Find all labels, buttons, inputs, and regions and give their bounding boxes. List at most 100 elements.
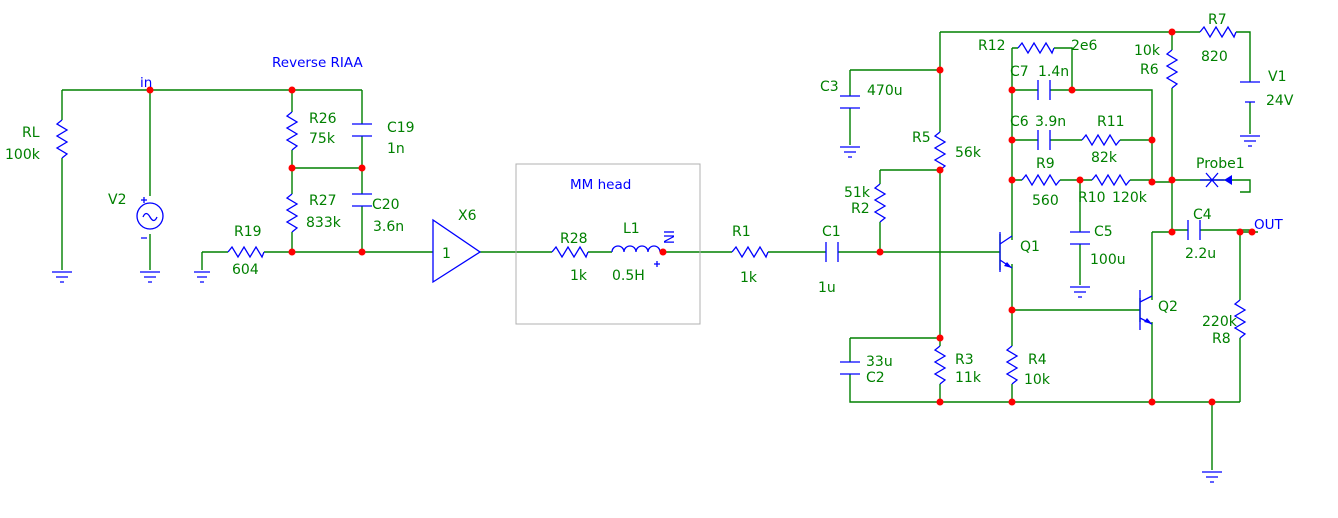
ground-symbols xyxy=(52,135,1260,483)
r11-value: 82k xyxy=(1091,150,1118,166)
r26-value: 75k xyxy=(309,131,336,147)
c19-value: 1n xyxy=(387,141,405,157)
q1-transistor[interactable] xyxy=(999,232,1013,272)
q2-ref: Q2 xyxy=(1158,299,1178,315)
c2-capacitor[interactable] xyxy=(840,361,860,375)
r19-resistor[interactable] xyxy=(227,245,265,259)
r8-value: 220k xyxy=(1202,314,1238,330)
c7-ref: C7 xyxy=(1010,64,1029,80)
r9-resistor[interactable] xyxy=(1021,173,1061,187)
probe1-marker[interactable] xyxy=(1200,172,1232,188)
r3-ref: R3 xyxy=(955,352,974,368)
r6-value: 10k xyxy=(1134,43,1161,59)
r10-value: 120k xyxy=(1112,190,1148,206)
c6-capacitor[interactable] xyxy=(1037,130,1051,150)
v1-ref: V1 xyxy=(1268,69,1286,85)
c5-capacitor[interactable] xyxy=(1070,231,1090,245)
block-title-mm-head: MM head xyxy=(570,177,631,193)
r26-resistor[interactable] xyxy=(285,111,299,151)
r2-resistor[interactable] xyxy=(873,183,887,223)
c6-value: 3.9n xyxy=(1035,114,1066,130)
x6-gain: 1 xyxy=(442,246,451,262)
r12-value: 2e6 xyxy=(1071,38,1098,54)
r5-ref: R5 xyxy=(912,130,931,146)
c3-capacitor[interactable] xyxy=(840,95,860,109)
r2-value: 51k xyxy=(844,185,871,201)
r9-value: 560 xyxy=(1032,193,1059,209)
r28-value: 1k xyxy=(570,268,588,284)
l1-inductor[interactable] xyxy=(611,245,661,253)
r5-value: 56k xyxy=(955,145,982,161)
r27-ref: R27 xyxy=(309,193,337,209)
c1-ref: C1 xyxy=(822,224,841,240)
r28-resistor[interactable] xyxy=(551,245,589,259)
mm-head-block xyxy=(515,163,701,325)
r27-resistor[interactable] xyxy=(285,193,299,233)
r9-ref: R9 xyxy=(1036,156,1055,172)
v2-source[interactable] xyxy=(136,197,164,239)
c4-value: 2.2u xyxy=(1185,246,1216,262)
v1-value: 24V xyxy=(1266,93,1294,109)
c3-ref: C3 xyxy=(820,79,839,95)
c20-value: 3.6n xyxy=(373,219,404,235)
r11-resistor[interactable] xyxy=(1081,133,1121,147)
c1-capacitor[interactable] xyxy=(825,242,839,262)
r7-resistor[interactable] xyxy=(1199,25,1237,39)
r11-ref: R11 xyxy=(1097,114,1125,130)
net-label-in-pin: IN xyxy=(660,230,676,244)
net-label-in: in xyxy=(140,75,152,91)
r6-resistor[interactable] xyxy=(1165,49,1179,89)
r4-ref: R4 xyxy=(1028,352,1047,368)
net-label-out: OUT xyxy=(1254,217,1284,233)
c19-ref: C19 xyxy=(387,120,415,136)
r4-resistor[interactable] xyxy=(1005,345,1019,385)
rl-value: 100k xyxy=(5,147,41,163)
junction-dots xyxy=(146,28,1256,406)
c5-ref: C5 xyxy=(1094,224,1113,240)
q1-ref: Q1 xyxy=(1020,239,1040,255)
c1-value: 1u xyxy=(818,280,836,296)
r19-value: 604 xyxy=(232,262,259,278)
c19-capacitor[interactable] xyxy=(352,123,372,137)
c7-capacitor[interactable] xyxy=(1037,80,1051,100)
r7-value: 820 xyxy=(1201,49,1228,65)
c5-value: 100u xyxy=(1090,252,1126,268)
c2-value: 33u xyxy=(866,354,893,370)
r10-resistor[interactable] xyxy=(1091,173,1131,187)
q2-transistor[interactable] xyxy=(1139,290,1153,330)
r19-ref: R19 xyxy=(234,224,262,240)
r1-value: 1k xyxy=(740,270,758,286)
l1-ref: L1 xyxy=(623,221,640,237)
r10-ref: R10 xyxy=(1078,190,1106,206)
block-title-reverse-riaa: Reverse RIAA xyxy=(272,55,364,71)
x6-buffer[interactable] xyxy=(432,218,482,284)
probe1-ref: Probe1 xyxy=(1196,156,1245,172)
r27-value: 833k xyxy=(306,215,342,231)
c6-ref: C6 xyxy=(1010,114,1029,130)
r4-value: 10k xyxy=(1024,372,1051,388)
r3-value: 11k xyxy=(955,370,982,386)
c4-capacitor[interactable] xyxy=(1187,220,1201,240)
rl-resistor[interactable] xyxy=(55,119,69,159)
v1-battery[interactable] xyxy=(1240,81,1260,103)
r8-ref: R8 xyxy=(1212,331,1231,347)
c20-ref: C20 xyxy=(372,197,400,213)
r12-ref: R12 xyxy=(978,38,1006,54)
r28-ref: R28 xyxy=(560,231,588,247)
v2-ref: V2 xyxy=(108,192,126,208)
r1-resistor[interactable] xyxy=(731,245,769,259)
r5-resistor[interactable] xyxy=(933,131,947,171)
r6-ref: R6 xyxy=(1140,62,1159,78)
r8-resistor[interactable] xyxy=(1233,299,1247,339)
c4-ref: C4 xyxy=(1193,207,1212,223)
c20-capacitor[interactable] xyxy=(352,193,372,207)
c3-value: 470u xyxy=(867,83,903,99)
r12-resistor[interactable] xyxy=(1017,41,1055,55)
rl-ref: RL xyxy=(22,125,40,141)
c2-ref: C2 xyxy=(866,370,885,386)
r3-resistor[interactable] xyxy=(933,345,947,385)
c7-value: 1.4n xyxy=(1038,64,1069,80)
r7-ref: R7 xyxy=(1208,12,1227,28)
r2-ref: R2 xyxy=(851,201,870,217)
